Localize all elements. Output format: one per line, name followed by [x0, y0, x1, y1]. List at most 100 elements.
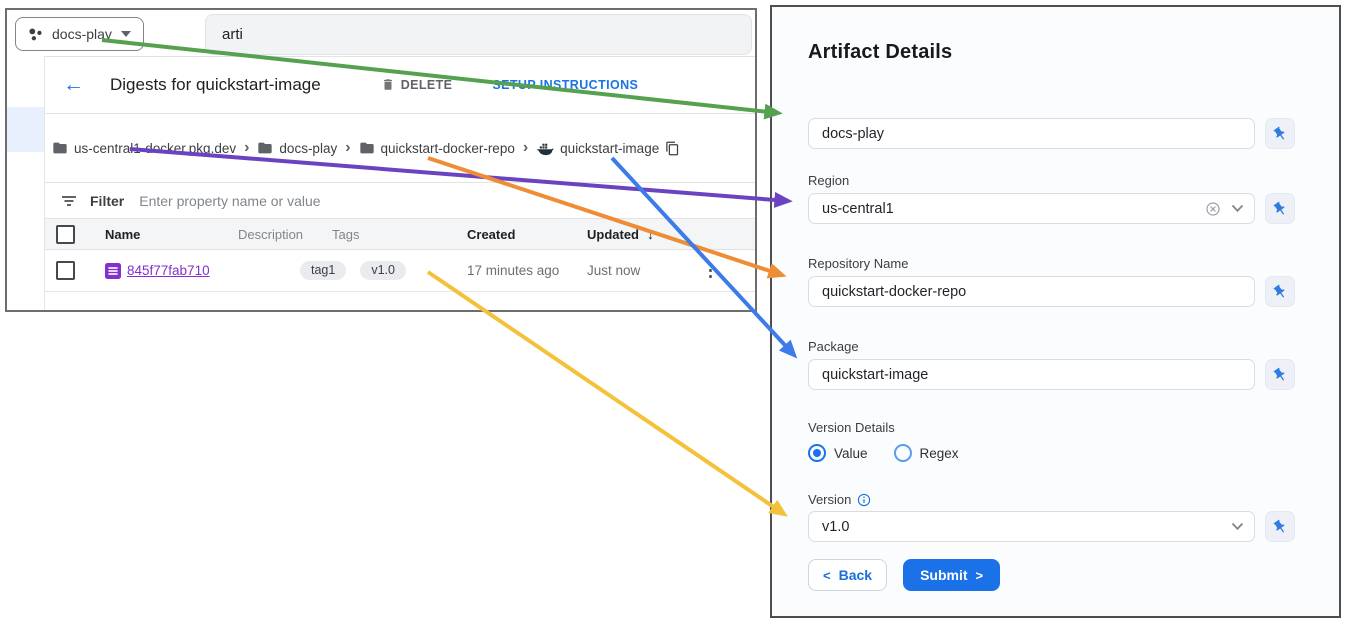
repository-label: Repository Name [808, 256, 909, 271]
package-input[interactable]: quickstart-image [808, 359, 1255, 390]
cloud-console-window: docs-play ← Digests for quickstart-image… [5, 8, 757, 312]
info-icon[interactable] [857, 493, 871, 507]
select-all-checkbox[interactable] [55, 224, 75, 244]
row-checkbox[interactable] [55, 261, 75, 280]
package-field-row: quickstart-image [808, 359, 1295, 390]
project-switcher-label: docs-play [52, 26, 112, 42]
column-header-created: Created [467, 226, 516, 242]
project-field-row: docs-play [808, 118, 1295, 149]
filter-icon [62, 195, 76, 206]
chevron-down-icon[interactable] [1231, 522, 1244, 531]
pin-button[interactable] [1265, 359, 1295, 390]
version-select[interactable]: v1.0 [808, 511, 1255, 542]
pin-button[interactable] [1265, 511, 1295, 542]
radio-selected-icon [808, 444, 826, 462]
version-label: Version [808, 492, 852, 507]
breadcrumb-item-project[interactable]: docs-play [257, 141, 337, 156]
setup-instructions-label: SETUP INSTRUCTIONS [492, 77, 639, 92]
submit-button-label: Submit [920, 567, 968, 583]
pin-button[interactable] [1265, 276, 1295, 307]
panel-buttons: < Back Submit > [808, 559, 1295, 591]
region-select[interactable]: us-central1 [808, 193, 1255, 224]
breadcrumb-item-host[interactable]: us-central1-docker.pkg.dev [52, 141, 236, 156]
page-header: ← Digests for quickstart-image DELETE SE… [45, 56, 755, 114]
folder-icon [53, 142, 67, 154]
breadcrumb-separator: › [244, 139, 250, 156]
repository-input[interactable]: quickstart-docker-repo [808, 276, 1255, 307]
radio-value[interactable]: Value [808, 444, 868, 462]
delete-button[interactable]: DELETE [381, 77, 453, 92]
version-value: v1.0 [822, 518, 850, 535]
back-button[interactable]: < Back [808, 559, 888, 591]
repository-value: quickstart-docker-repo [822, 283, 967, 300]
breadcrumb-separator: › [522, 139, 529, 156]
column-header-tags: Tags [332, 226, 360, 242]
region-field-row: us-central1 [808, 193, 1295, 224]
pin-icon [1273, 201, 1285, 214]
breadcrumb-separator: › [345, 139, 351, 156]
page-title: Digests for quickstart-image [110, 74, 321, 94]
back-chevron-icon: < [823, 567, 831, 583]
version-label-row: Version [808, 492, 1295, 507]
version-details-radios: Value Regex [808, 444, 1295, 462]
tag-chip: v1.0 [360, 261, 406, 280]
project-input[interactable]: docs-play [808, 118, 1255, 149]
digest-icon [105, 262, 121, 279]
pin-icon [1273, 284, 1285, 297]
breadcrumb-label: docs-play [279, 140, 338, 156]
folder-icon [258, 142, 273, 154]
search-input[interactable] [206, 15, 751, 54]
breadcrumb-label: quickstart-image [560, 140, 660, 156]
repository-field-row: quickstart-docker-repo [808, 276, 1295, 307]
digest-link[interactable]: 845f77fab710 [127, 263, 210, 278]
filter-bar: Filter [45, 183, 755, 219]
console-main: ← Digests for quickstart-image DELETE SE… [45, 56, 755, 310]
pin-icon [1273, 126, 1285, 139]
filter-label: Filter [90, 192, 125, 209]
console-toolbar: docs-play [7, 10, 755, 57]
radio-unselected-icon [893, 444, 912, 462]
breadcrumb-label: quickstart-docker-repo [380, 140, 515, 156]
package-label: Package [808, 339, 859, 354]
radio-regex-label: Regex [919, 445, 959, 461]
back-button-label: Back [838, 567, 873, 583]
version-details-label: Version Details [808, 420, 895, 435]
pin-icon [1273, 519, 1285, 532]
breadcrumb-label: us-central1-docker.pkg.dev [74, 140, 237, 156]
region-value: us-central1 [822, 200, 894, 217]
search-bar [205, 14, 752, 55]
copy-icon[interactable] [665, 141, 680, 156]
breadcrumb: us-central1-docker.pkg.dev › docs-play ›… [45, 114, 755, 183]
column-header-updated-label: Updated [587, 226, 639, 242]
region-label: Region [808, 173, 850, 188]
row-kebab-menu-icon[interactable]: ⋮ [702, 260, 719, 280]
artifact-details-panel: Artifact Details docs-play Region us-cen… [770, 5, 1341, 618]
chevron-down-icon[interactable] [1231, 204, 1244, 213]
nav-side-strip [7, 56, 45, 310]
submit-button[interactable]: Submit > [903, 559, 1001, 591]
breadcrumb-item-package[interactable]: quickstart-image [536, 141, 659, 156]
radio-regex[interactable]: Regex [893, 444, 959, 462]
delete-label: DELETE [400, 77, 453, 92]
cell-created: 17 minutes ago [467, 263, 560, 278]
docker-whale-icon [537, 143, 554, 155]
breadcrumb-item-repository[interactable]: quickstart-docker-repo [359, 141, 515, 156]
pin-button[interactable] [1265, 118, 1295, 149]
column-header-description: Description [238, 226, 304, 242]
clear-icon[interactable] [1205, 201, 1221, 217]
column-header-name: Name [105, 226, 141, 242]
pin-button[interactable] [1265, 193, 1295, 224]
nav-selected-item[interactable] [7, 107, 44, 152]
setup-instructions-button[interactable]: SETUP INSTRUCTIONS [492, 78, 638, 92]
submit-chevron-icon: > [975, 567, 984, 583]
column-header-updated[interactable]: Updated ↓ [580, 226, 690, 242]
trash-icon [383, 79, 392, 90]
panel-title: Artifact Details [808, 41, 953, 63]
package-value: quickstart-image [822, 366, 929, 383]
filter-input[interactable] [137, 191, 442, 210]
project-value: docs-play [822, 125, 885, 142]
cell-updated: Just now [587, 263, 641, 278]
project-switcher-button[interactable]: docs-play [15, 17, 144, 51]
back-arrow-icon[interactable]: ← [63, 73, 84, 96]
table-header: Name Description Tags Created Updated ↓ [45, 219, 755, 250]
